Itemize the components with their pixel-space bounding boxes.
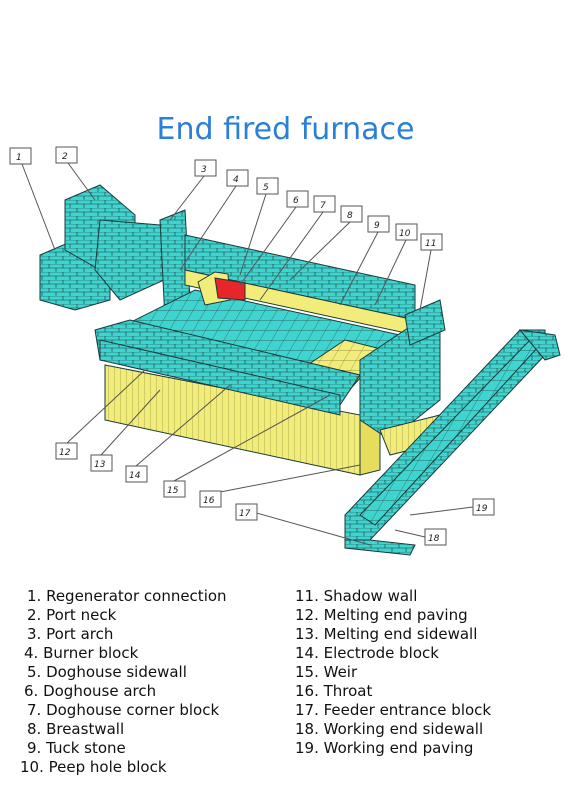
legend-item: 11. Shadow wall bbox=[295, 587, 418, 605]
legend-item: 15. Weir bbox=[295, 663, 358, 681]
furnace-illustration: 1 2 3 4 5 6 7 8 9 10 11 12 13 14 15 16 1… bbox=[9, 146, 561, 556]
callout-14: 14 bbox=[125, 465, 148, 483]
callout-16: 16 bbox=[199, 490, 222, 508]
svg-text:13: 13 bbox=[94, 460, 106, 470]
working-end bbox=[344, 329, 561, 556]
callout-19: 19 bbox=[472, 498, 495, 516]
legend-item: 4. Burner block bbox=[24, 644, 139, 662]
svg-text:4: 4 bbox=[233, 175, 239, 185]
legend-item: 17. Feeder entrance block bbox=[295, 701, 492, 719]
callout-18: 18 bbox=[424, 528, 447, 546]
svg-text:3: 3 bbox=[201, 165, 207, 175]
doghouse bbox=[197, 271, 246, 306]
callout-2: 2 bbox=[55, 146, 78, 164]
svg-text:17: 17 bbox=[239, 509, 251, 519]
callout-3: 3 bbox=[194, 159, 217, 177]
callout-5: 5 bbox=[256, 177, 279, 195]
svg-text:16: 16 bbox=[203, 496, 215, 506]
svg-text:2: 2 bbox=[62, 152, 68, 162]
legend-item: 2. Port neck bbox=[27, 606, 117, 624]
legend-item: 6. Doghouse arch bbox=[24, 682, 157, 700]
svg-text:8: 8 bbox=[347, 211, 353, 221]
callout-4: 4 bbox=[226, 169, 249, 187]
svg-text:7: 7 bbox=[320, 201, 326, 211]
legend-item: 8. Breastwall bbox=[27, 720, 125, 738]
svg-text:15: 15 bbox=[167, 486, 179, 496]
legend-item: 18. Working end sidewall bbox=[295, 720, 484, 738]
svg-text:12: 12 bbox=[59, 448, 71, 458]
svg-text:19: 19 bbox=[476, 504, 488, 514]
callout-1: 1 bbox=[9, 147, 32, 165]
regenerator-connection bbox=[39, 184, 176, 311]
callout-12: 12 bbox=[55, 442, 78, 460]
shadow-wall bbox=[359, 299, 446, 441]
legend-item: 10. Peep hole block bbox=[20, 758, 167, 776]
legend-left: 1. Regenerator connection 2. Port neck 3… bbox=[20, 587, 227, 777]
svg-text:10: 10 bbox=[399, 229, 411, 239]
legend-item: 19. Working end paving bbox=[295, 739, 474, 757]
callout-10: 10 bbox=[395, 223, 418, 241]
callout-9: 9 bbox=[367, 215, 390, 233]
legend-item: 14. Electrode block bbox=[295, 644, 439, 662]
legend-item: 12. Melting end paving bbox=[295, 606, 468, 624]
legend-item: 1. Regenerator connection bbox=[27, 587, 227, 605]
legend-right: 11. Shadow wall 12. Melting end paving 1… bbox=[295, 587, 491, 758]
legend-item: 7. Doghouse corner block bbox=[27, 701, 220, 719]
svg-text:5: 5 bbox=[263, 183, 269, 193]
callout-17: 17 bbox=[235, 503, 258, 521]
front-sidewall bbox=[94, 319, 361, 416]
svg-text:6: 6 bbox=[293, 196, 299, 206]
legend-item: 9. Tuck stone bbox=[27, 739, 126, 757]
svg-text:9: 9 bbox=[374, 221, 380, 231]
legend-item: 5. Doghouse sidewall bbox=[27, 663, 187, 681]
svg-text:14: 14 bbox=[129, 471, 141, 481]
legend-item: 16. Throat bbox=[295, 682, 373, 700]
svg-text:11: 11 bbox=[425, 239, 436, 249]
callout-7: 7 bbox=[313, 195, 336, 213]
legend-item: 3. Port arch bbox=[27, 625, 114, 643]
leader-lines bbox=[21, 162, 474, 546]
callout-6: 6 bbox=[286, 190, 309, 208]
diagram-title: End fired furnace bbox=[156, 112, 415, 147]
callout-13: 13 bbox=[90, 454, 113, 472]
callout-15: 15 bbox=[163, 480, 186, 498]
callout-8: 8 bbox=[340, 205, 363, 223]
svg-text:1: 1 bbox=[16, 153, 22, 163]
svg-text:18: 18 bbox=[428, 534, 440, 544]
legend-item: 13. Melting end sidewall bbox=[295, 625, 478, 643]
callout-11: 11 bbox=[420, 233, 443, 251]
